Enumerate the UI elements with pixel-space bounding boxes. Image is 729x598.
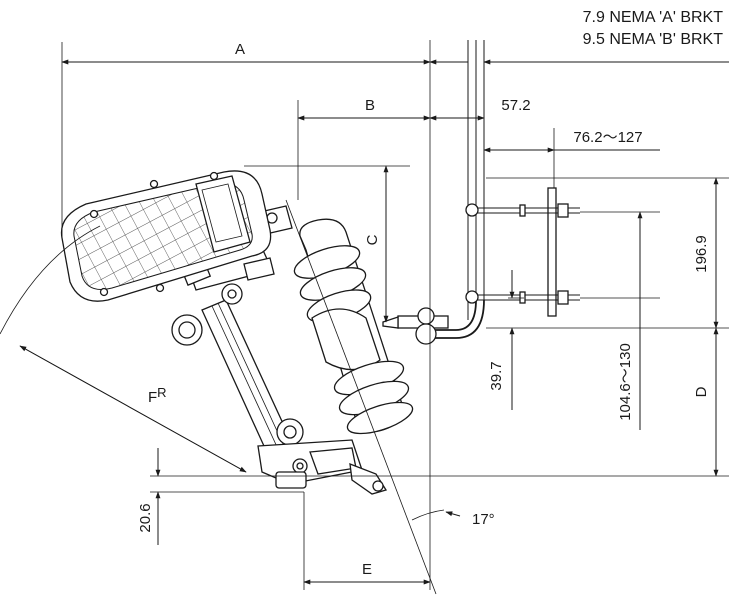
dim-b-label: B <box>365 97 375 114</box>
dim-fr-label: FR <box>148 385 167 406</box>
dim-76-2-127-label: 76.2～127 <box>573 129 642 146</box>
dimension-lines <box>19 59 729 585</box>
dim-fr-main: F <box>148 389 157 406</box>
fuse-cutout-assembly <box>171 205 388 495</box>
dim-d-label: D <box>693 386 710 397</box>
dim-20-6-label: 20.6 <box>137 503 154 532</box>
dim-a-label: A <box>235 41 245 58</box>
reference-lines <box>0 40 729 595</box>
porcelain-insulator <box>293 218 414 435</box>
mounting-bracket <box>382 40 580 345</box>
nema-b-bracket-note: 9.5 NEMA 'B' BRKT <box>583 31 724 48</box>
dim-57-2-label: 57.2 <box>501 97 530 114</box>
dim-104-6-130-label: 104.6～130 <box>617 343 634 421</box>
dim-c-label: C <box>364 234 381 245</box>
dim-fr-subscript: R <box>157 385 166 400</box>
arc-hood <box>60 170 272 302</box>
nema-a-bracket-note: 7.9 NEMA 'A' BRKT <box>583 9 724 26</box>
dim-e-label: E <box>362 561 372 578</box>
dim-angle-17-label: 17° <box>472 511 495 528</box>
dim-196-9-label: 196.9 <box>693 235 710 273</box>
dim-39-7-label: 39.7 <box>488 361 505 390</box>
